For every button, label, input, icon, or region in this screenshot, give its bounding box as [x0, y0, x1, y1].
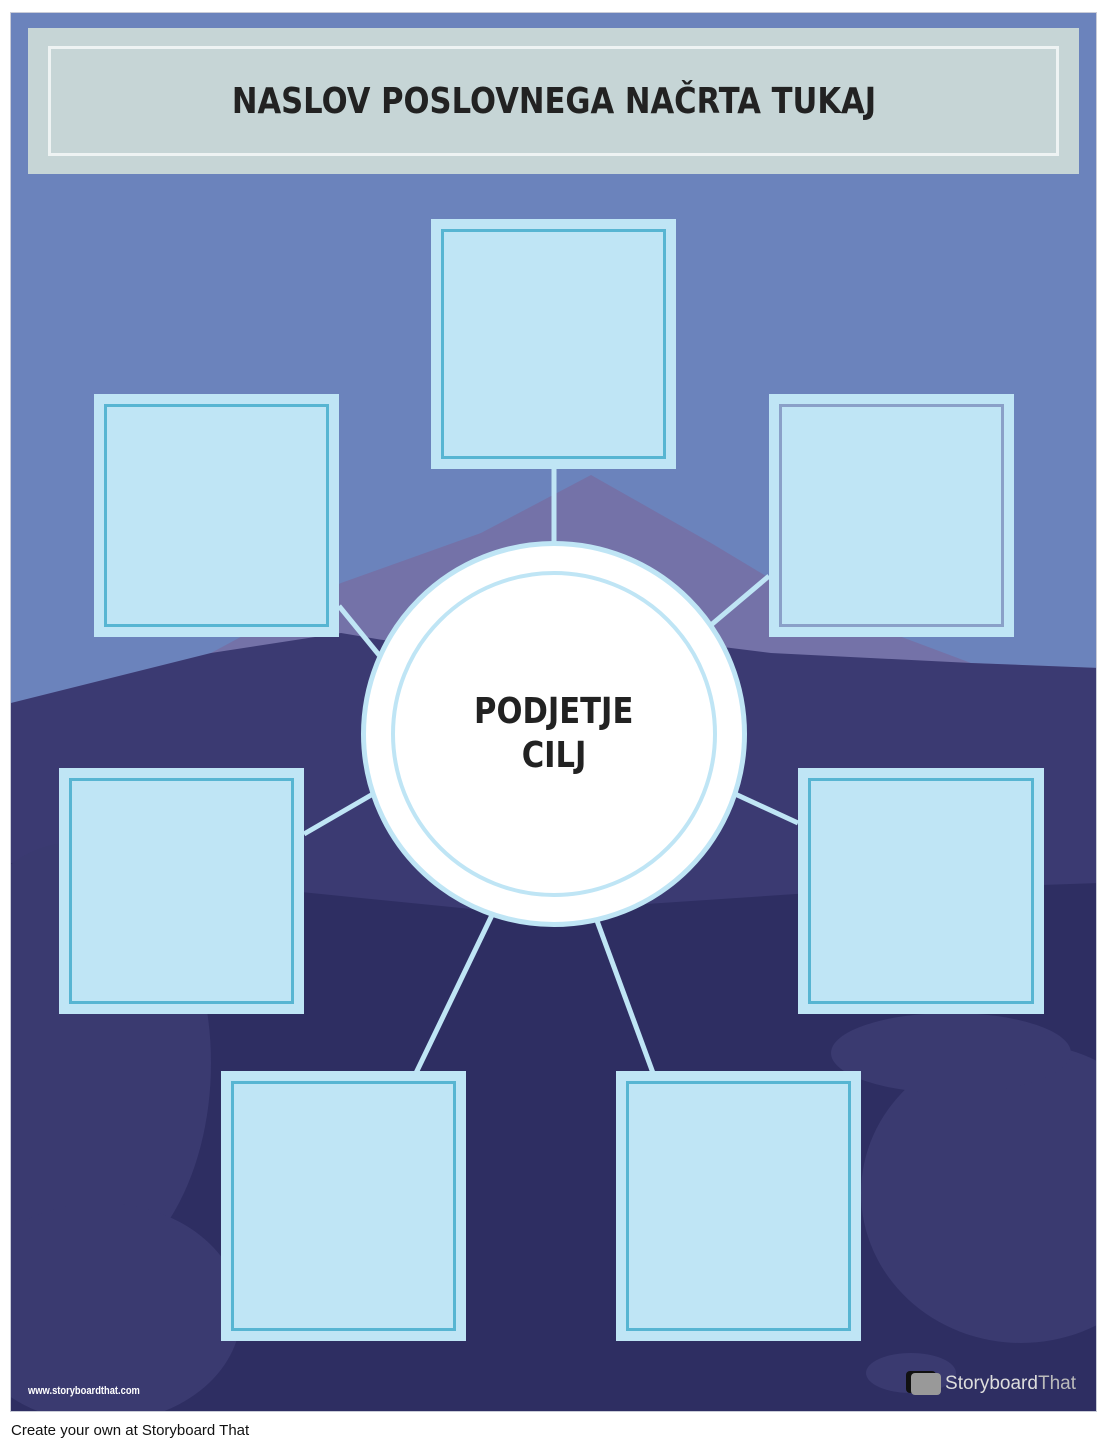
footer-link[interactable]: Create your own at Storyboard That — [11, 1422, 250, 1439]
title-frame: NASLOV POSLOVNEGA NAČRTA TUKAJ — [48, 46, 1059, 156]
text-box-middle-right[interactable] — [798, 768, 1044, 1014]
box-border — [779, 404, 1004, 627]
box-border — [69, 778, 294, 1004]
text-box-top[interactable] — [431, 219, 676, 469]
center-label-line1: PODJETJE — [474, 691, 634, 732]
text-box-upper-right[interactable] — [769, 394, 1014, 637]
poster-canvas: NASLOV POSLOVNEGA NAČRTA TUKAJ PODJETJE … — [10, 12, 1097, 1412]
text-box-middle-left[interactable] — [59, 768, 304, 1014]
box-border — [104, 404, 329, 627]
center-label-line2: CILJ — [521, 735, 587, 776]
speech-bubble-icon — [911, 1373, 942, 1395]
center-goal-circle[interactable]: PODJETJE CILJ — [361, 541, 747, 927]
box-border — [231, 1081, 456, 1331]
box-border — [626, 1081, 851, 1331]
title-banner: NASLOV POSLOVNEGA NAČRTA TUKAJ — [28, 28, 1079, 174]
box-border — [808, 778, 1034, 1004]
watermark-url: www.storyboardthat.com — [28, 1385, 140, 1397]
text-box-bottom-right[interactable] — [616, 1071, 861, 1341]
logo-text-storyboard: Storyboard — [945, 1373, 1038, 1394]
logo-text-that: That — [1037, 1373, 1076, 1394]
text-box-bottom-left[interactable] — [221, 1071, 466, 1341]
page-title[interactable]: NASLOV POSLOVNEGA NAČRTA TUKAJ — [231, 80, 876, 122]
box-border — [441, 229, 666, 459]
center-inner-ring: PODJETJE CILJ — [391, 571, 717, 897]
text-box-upper-left[interactable] — [94, 394, 339, 637]
